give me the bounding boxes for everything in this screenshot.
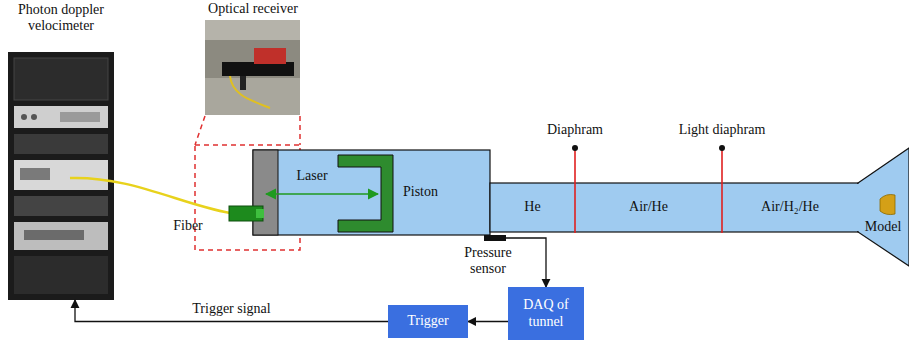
edge-label: Trigger signal xyxy=(190,301,272,317)
end-block xyxy=(253,150,278,235)
compressor-tube xyxy=(253,150,490,235)
receiver-node: Optical receiver xyxy=(198,0,308,116)
box-label: Trigger xyxy=(407,313,449,329)
light-diaphragm-dot xyxy=(719,145,725,151)
gas-label: Air/He xyxy=(629,199,668,215)
model-label: Model xyxy=(860,219,906,235)
fiber-probe xyxy=(229,206,263,221)
node-heading: Photon doppler velocimeter xyxy=(2,2,120,34)
signal-connector xyxy=(75,300,388,322)
diaphragm-dot xyxy=(572,145,578,151)
signal-connector xyxy=(468,321,508,322)
gas-section: He xyxy=(490,183,575,232)
gas-label: He xyxy=(524,199,540,215)
diaphragm xyxy=(574,148,576,233)
piston-label: Piston xyxy=(403,184,463,200)
nozzle xyxy=(858,148,909,266)
pdv-node: Photon doppler velocimeter xyxy=(2,2,120,300)
daq-box: DAQ of tunnel xyxy=(508,287,584,340)
pressure-sensor xyxy=(484,235,506,241)
sensor-label: Pressure sensor xyxy=(455,245,521,277)
trigger-box: Trigger xyxy=(388,305,468,338)
laser-beam xyxy=(266,193,378,195)
nozzle-joint xyxy=(857,184,859,231)
driver-section: LaserPiston xyxy=(253,150,490,235)
light-diaphragm xyxy=(721,148,723,233)
gas-label: Air/H₂/He xyxy=(761,199,819,215)
laser-label: Laser xyxy=(282,168,342,184)
piston-shape xyxy=(338,155,393,232)
shock-tube xyxy=(490,183,858,232)
fiber-probe-tip xyxy=(256,209,264,218)
diaphragm-label: Light diaphram xyxy=(670,122,774,138)
gas-section: Air/He xyxy=(575,183,722,232)
pdv-rack-photo xyxy=(8,52,114,300)
model-shape xyxy=(880,195,895,215)
gas-section: Air/H₂/He xyxy=(722,183,858,232)
fiber-label: Fiber xyxy=(166,218,210,234)
node-heading: Optical receiver xyxy=(198,1,308,17)
receiver-photo xyxy=(205,20,300,115)
signal-connector xyxy=(506,238,546,287)
box-label: DAQ of tunnel xyxy=(514,297,578,329)
diaphragm-label: Diaphram xyxy=(540,122,610,138)
fiber-cable xyxy=(70,178,230,213)
